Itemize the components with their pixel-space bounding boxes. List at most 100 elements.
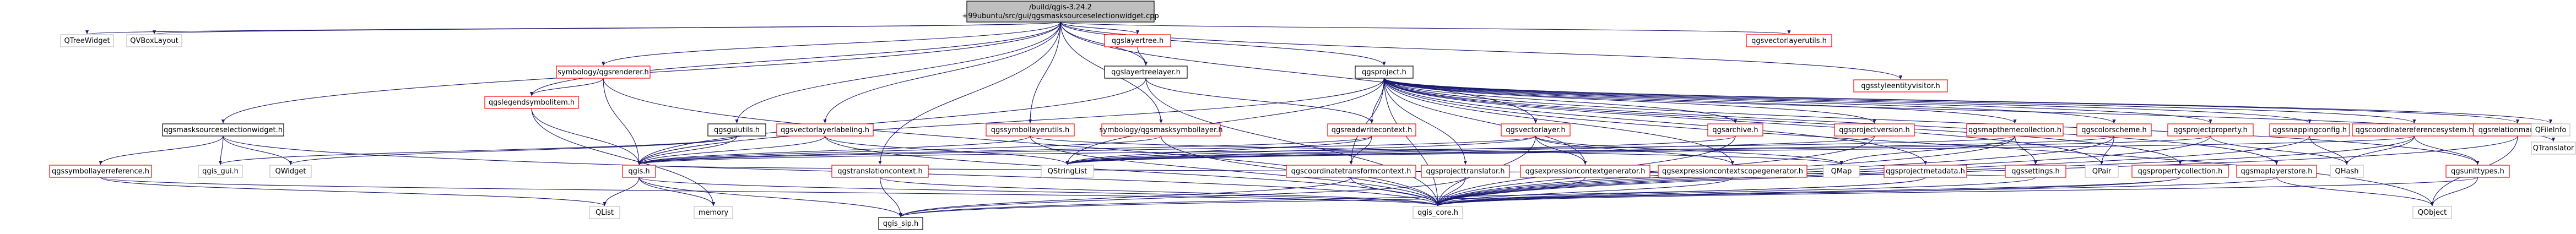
- include-edge-root-to-qgssymbollayerutils: [1028, 21, 1061, 124]
- node-qgstranslationcontext[interactable]: qgstranslationcontext.h: [831, 165, 929, 178]
- node-qgsprojectproperty[interactable]: qgsprojectproperty.h: [2167, 123, 2254, 137]
- node-qgsproject[interactable]: qgsproject.h: [1355, 66, 1414, 79]
- include-edge-qgsproject-to-qgsmapthemecollection: [1383, 78, 2017, 124]
- include-edge-qgsmapthemecollection-to-qmap: [1839, 135, 2016, 165]
- include-edge-qgslayertreelayer-to-qgis: [637, 78, 1146, 165]
- node-label: qgssymbollayerutils.h: [991, 126, 1070, 134]
- node-box: [2236, 165, 2317, 178]
- node-box: [1101, 123, 1221, 137]
- node-box: [1104, 34, 1171, 47]
- node-qvboxlayout: QVBoxLayout: [126, 34, 182, 47]
- node-qgsguiutils[interactable]: qgsguiutils.h: [707, 123, 766, 137]
- node-qgscoordinatetransformcontext[interactable]: qgscoordinatetransformcontext.h: [1286, 165, 1416, 178]
- include-edge-qgsproject-to-qpair: [1383, 78, 2103, 165]
- node-symbologymasksymbollayer[interactable]: symbology/qgsmasksymbollayer.h: [1099, 123, 1223, 137]
- include-edge-qgis-to-qgis_core: [638, 177, 1439, 206]
- node-qgssymbollayerreference[interactable]: qgssymbollayerreference.h: [49, 165, 152, 178]
- include-edge-qgspropertycollection-to-qgis_sip: [899, 177, 2181, 217]
- include-edge-root-to-qgslayertree: [1060, 21, 1139, 35]
- node-box: [1355, 66, 1414, 79]
- node-qgis_gui: qgis_gui.h: [198, 165, 243, 178]
- node-label: symbology/qgsrenderer.h: [558, 68, 649, 77]
- node-box: [1823, 165, 1860, 178]
- node-qgsmasksourceselectionwidget[interactable]: qgsmasksourceselectionwidget.h: [162, 123, 284, 137]
- node-box: [2330, 165, 2364, 178]
- include-edge-qgsarchive-to-qstringlist: [1065, 135, 1736, 165]
- include-edge-qgsproject-to-qgsprojectmetadata: [1383, 78, 1927, 165]
- include-edge-qgsprojectproperty-to-qstringlist: [1065, 135, 2211, 165]
- node-qgsprojecttranslator[interactable]: qgsprojecttranslator.h: [1421, 165, 1510, 178]
- node-qgsprojectmetadata[interactable]: qgsprojectmetadata.h: [1884, 165, 1967, 178]
- node-box: [1286, 165, 1416, 178]
- node-qgscolorscheme[interactable]: qgscolorscheme.h: [2076, 123, 2152, 137]
- node-box: [2131, 165, 2229, 178]
- node-qgspropertycollection[interactable]: qgspropertycollection.h: [2131, 165, 2229, 178]
- node-qgsexpressioncontextscopegenerator[interactable]: qgsexpressioncontextscopegenerator.h: [1658, 165, 1807, 178]
- include-edge-qgis-to-memory: [638, 177, 716, 206]
- node-box: [1413, 206, 1463, 219]
- node-box: [60, 34, 114, 47]
- node-label: qgis_core.h: [1417, 209, 1458, 217]
- node-qgsstyleentityvisitor[interactable]: qgsstyleentityvisitor.h: [1853, 79, 1948, 92]
- node-qgsvectorlayerutils[interactable]: qgsvectorlayerutils.h: [1746, 34, 1832, 47]
- include-edge-qgssymbollayerreference-to-qgis_core: [100, 177, 1439, 206]
- node-box: [484, 96, 579, 109]
- include-edge-symbologyrenderer-to-qgis_core: [603, 78, 1439, 206]
- include-edge-qgsvectorlayer-to-qgsexpressioncontextgenerator: [1535, 135, 1587, 165]
- node-qgssnappingconfig[interactable]: qgssnappingconfig.h: [2269, 123, 2350, 137]
- node-label: qgsvectorlayerutils.h: [1751, 37, 1827, 45]
- node-label: symbology/qgsmasksymbollayer.h: [1099, 126, 1222, 134]
- node-qgsunittypes[interactable]: qgsunittypes.h: [2445, 165, 2510, 178]
- node-qgsmaplayerstore[interactable]: qgsmaplayerstore.h: [2236, 165, 2317, 178]
- node-label: qgis_gui.h: [202, 167, 239, 176]
- include-edge-qgsproject-to-qstringlist: [1065, 78, 1385, 165]
- node-label-line2: +99ubuntu/src/gui/qgsmasksourceselection…: [962, 12, 1159, 20]
- node-box: [1966, 123, 2064, 137]
- node-label: qgssymbollayerreference.h: [52, 167, 149, 176]
- node-qgssettings[interactable]: qgssettings.h: [2005, 165, 2066, 178]
- node-qgis_sip[interactable]: qgis_sip.h: [878, 217, 923, 230]
- include-edge-qgsproject-to-qgsarchive: [1383, 78, 1737, 124]
- node-qgsvectorlayerlabeling[interactable]: qgsvectorlayerlabeling.h: [776, 123, 874, 137]
- node-label: qgssettings.h: [2011, 167, 2060, 176]
- node-box: [1520, 165, 1650, 178]
- include-edge-qgsmasksourceselectionwidget-to-qgis_gui: [218, 135, 224, 165]
- node-qgsreadwritecontext[interactable]: qgsreadwritecontext.h: [1327, 123, 1416, 137]
- node-label: qgsmapthemecollection.h: [1968, 126, 2061, 134]
- include-edge-qgsexpressioncontextscopegenerator-to-qgis_core: [1436, 177, 1733, 206]
- include-edge-qgsguiutils-to-qgis_gui: [219, 135, 738, 165]
- node-box: [589, 206, 620, 219]
- node-label: QPair: [2092, 167, 2112, 176]
- node-qmap: QMap: [1823, 165, 1860, 178]
- node-label: qgslegendsymbolitem.h: [489, 99, 575, 107]
- node-qgsmapthemecollection[interactable]: qgsmapthemecollection.h: [1966, 123, 2064, 137]
- node-qgslegendsymbolitem[interactable]: qgslegendsymbolitem.h: [484, 96, 579, 109]
- node-box: [556, 66, 651, 79]
- node-box: [1104, 66, 1188, 79]
- node-qgis[interactable]: qgis.h: [622, 165, 656, 178]
- node-qgslayertree[interactable]: qgslayertree.h: [1104, 34, 1171, 47]
- node-qgscoordinatereferencesystem[interactable]: qgscoordinatereferencesystem.h: [2352, 123, 2477, 137]
- include-edge-qgsvectorlayerlabeling-to-qgis: [637, 135, 826, 165]
- node-label: QTranslator: [2533, 144, 2574, 153]
- node-label: QObject: [2418, 209, 2447, 217]
- node-box: [1746, 34, 1832, 47]
- node-symbologyrenderer[interactable]: symbology/qgsrenderer.h: [556, 66, 651, 79]
- node-qgsexpressioncontextgenerator[interactable]: qgsexpressioncontextgenerator.h: [1520, 165, 1650, 178]
- include-edge-root-to-qgstranslationcontext: [878, 21, 1061, 165]
- include-edge-qgsguiutils-to-qgis: [637, 135, 738, 165]
- node-qgsprojectversion[interactable]: qgsprojectversion.h: [1834, 123, 1915, 137]
- include-edge-qgspropertycollection-to-qgis_core: [1436, 177, 2181, 206]
- include-edge-qgsprojecttranslator-to-qgis_core: [1436, 177, 1466, 206]
- node-qgsarchive[interactable]: qgsarchive.h: [1707, 123, 1763, 137]
- node-box: [986, 123, 1075, 137]
- node-box: [2167, 123, 2254, 137]
- node-qgsvectorlayer[interactable]: qgsvectorlayer.h: [1501, 123, 1571, 137]
- include-edge-qgssymbollayerutils-to-qgis: [637, 135, 1031, 165]
- node-qgslayertreelayer[interactable]: qgslayertreelayer.h: [1104, 66, 1188, 79]
- include-edge-qgsreadwritecontext-to-qgscoordinatetransformcontext: [1349, 135, 1372, 165]
- node-label: qgssnappingconfig.h: [2272, 126, 2347, 134]
- node-qgssymbollayerutils[interactable]: qgssymbollayerutils.h: [986, 123, 1075, 137]
- node-label: qgsexpressioncontextgenerator.h: [1525, 167, 1646, 176]
